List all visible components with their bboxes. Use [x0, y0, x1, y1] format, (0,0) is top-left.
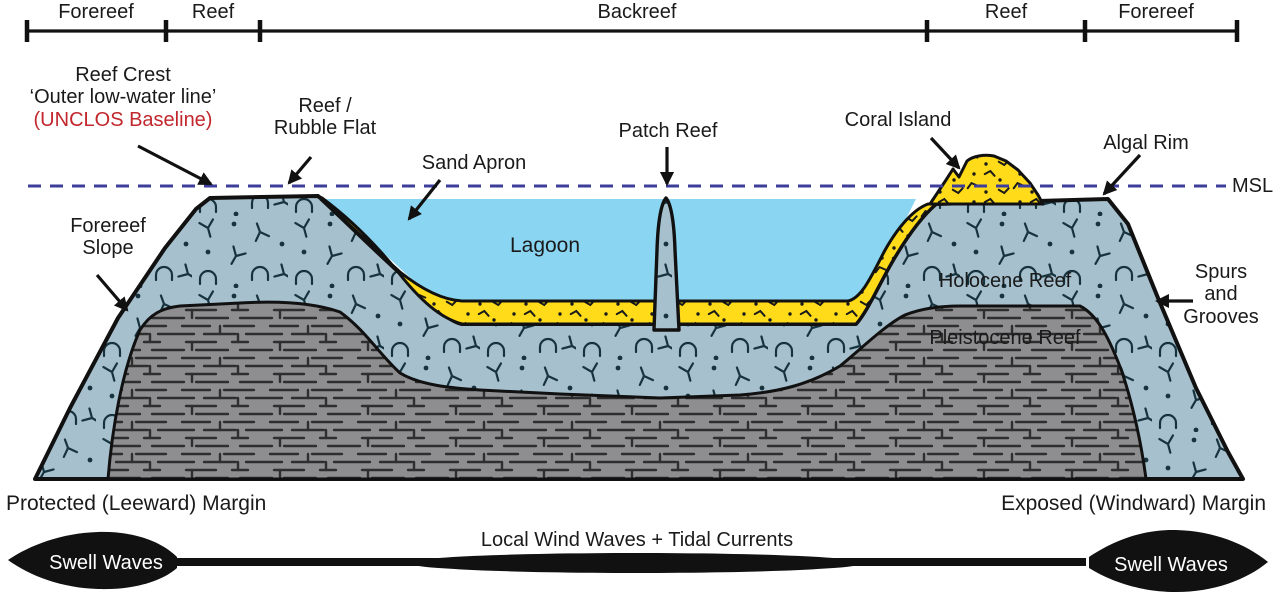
rubble-flat-line2: Rubble Flat [273, 117, 377, 140]
swell-wave-leaf-right [1089, 529, 1268, 592]
reef-crest-line1: Reef Crest [75, 64, 171, 86]
annotation-arrows [95, 136, 1193, 312]
forereef-slope-line2: Slope [82, 237, 134, 260]
label-coral-island: Coral Island [844, 109, 952, 131]
zone-label-forereef-right: Forereef [1118, 1, 1194, 23]
wave-energy-glyph [8, 529, 1268, 592]
pleistocene-reef-layer [106, 300, 1148, 481]
sand-apron-arrow [407, 179, 442, 221]
spurs-line2: and [1204, 283, 1238, 306]
unclos-baseline-text: (UNCLOS Baseline) [33, 108, 213, 131]
label-swell-waves-right: Swell Waves [1114, 554, 1228, 576]
wind-wave-lens [408, 553, 864, 573]
spurs-line3: Grooves [1183, 305, 1259, 328]
lagoon-water [318, 199, 916, 310]
label-msl: MSL [1232, 175, 1274, 197]
zone-label-reef-right: Reef [984, 1, 1028, 23]
reef-crest-line2: ‘Outer low-water line’ [29, 86, 217, 109]
spurs-line1: Spurs [1194, 261, 1248, 283]
zone-label-forereef-left: Forereef [58, 1, 134, 23]
label-patch-reef: Patch Reef [618, 120, 718, 142]
forereef-slope-line1: Forereef [70, 215, 146, 237]
label-rubble-flat: Reef / Rubble Flat [274, 95, 376, 140]
algal-rim-arrow [1102, 153, 1142, 196]
zone-label-reef-left: Reef [191, 1, 235, 23]
label-forereef-slope: Forereef Slope [70, 215, 146, 260]
label-pleistocene-reef: Pleistocene Reef [929, 327, 1081, 349]
forereef-slope-arrow [95, 273, 129, 312]
label-exposed-margin: Exposed (Windward) Margin [1001, 492, 1266, 515]
zone-scale-bar [24, 20, 1240, 42]
label-lagoon: Lagoon [509, 234, 581, 257]
zone-label-backreef: Backreef [597, 1, 677, 23]
label-algal-rim: Algal Rim [1103, 132, 1189, 154]
patch-reef-column [652, 196, 681, 332]
rubble-flat-arrow [287, 155, 313, 185]
label-swell-waves-left: Swell Waves [49, 552, 163, 574]
label-protected-margin: Protected (Leeward) Margin [6, 492, 267, 515]
label-sand-apron: Sand Apron [421, 152, 527, 174]
label-local-wind-waves: Local Wind Waves + Tidal Currents [480, 529, 794, 551]
swell-wave-leaf-left [8, 531, 177, 590]
label-holocene-reef: Holocene Reef [938, 270, 1072, 292]
coral-island-shape [928, 153, 1045, 206]
reef-crest-arrow [137, 144, 213, 186]
coral-island-arrow [929, 136, 961, 170]
label-reef-crest: Reef Crest ‘Outer low-water line’ (UNCLO… [30, 64, 217, 131]
rubble-flat-line1: Reef / [298, 95, 352, 117]
label-spurs-and-grooves: Spurs and Grooves [1183, 261, 1259, 328]
